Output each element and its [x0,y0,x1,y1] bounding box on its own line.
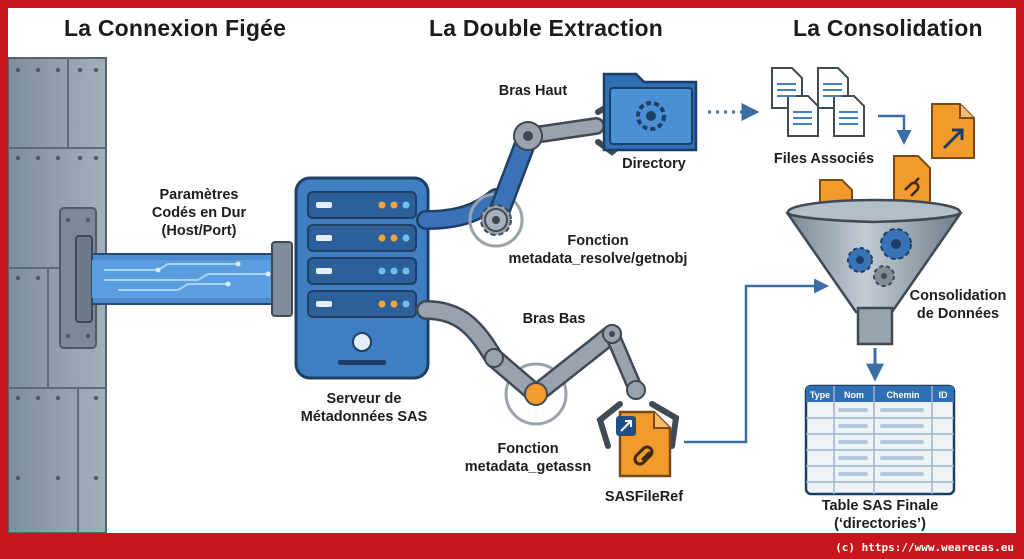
connection-pipe [75,235,293,323]
table-header-type: Type [810,390,830,400]
robot-arm-bottom [416,300,680,449]
table-icon: Type Nom Chemin ID [804,384,956,496]
sasfileref-arrow [684,278,829,444]
arm-top-label: Bras Haut [498,83,568,99]
directory-label: Directory [622,156,686,172]
funnel-icon [784,198,964,346]
copyright-footer: (c) https://www.wearecas.eu [835,541,1014,554]
diagram-canvas: Type Nom Chemin ID La Connexion Figée La… [8,8,1016,533]
server-icon [294,176,430,380]
server-label: Serveur de Métadonnées SAS [300,391,428,425]
diagram-graphics: Type Nom Chemin ID [8,57,975,533]
arm-bottom-label: Bras Bas [522,311,586,327]
section-title-connexion: La Connexion Figée [64,15,287,41]
link-file-icon [616,410,672,478]
robot-arm-top [416,99,627,248]
folder-icon [602,72,698,152]
shortcut-file-icon [931,103,975,159]
sasfileref-label: SASFileRef [604,489,684,505]
document-icon [771,67,865,137]
func-bottom-label: Fonction metadata_getassn [464,441,592,475]
section-title-consolidation: La Consolidation [793,15,983,41]
gear-icon [847,228,912,287]
final-table-label: Table SAS Finale (‘directories’) [821,498,939,532]
table-header-id: ID [939,390,949,400]
section-title-extraction: La Double Extraction [429,15,664,41]
gear-icon [480,204,512,236]
table-header-chemin: Chemin [886,390,919,400]
params-label: Paramètres Codés en Dur (Host/Port) [151,187,247,239]
files-associes-label: Files Associés [773,151,875,167]
func-top-label: Fonction metadata_resolve/getnobj [508,233,688,267]
consolidation-label: Consolidation de Données [909,288,1007,322]
files-arrow [878,114,912,145]
table-header-nom: Nom [844,390,864,400]
